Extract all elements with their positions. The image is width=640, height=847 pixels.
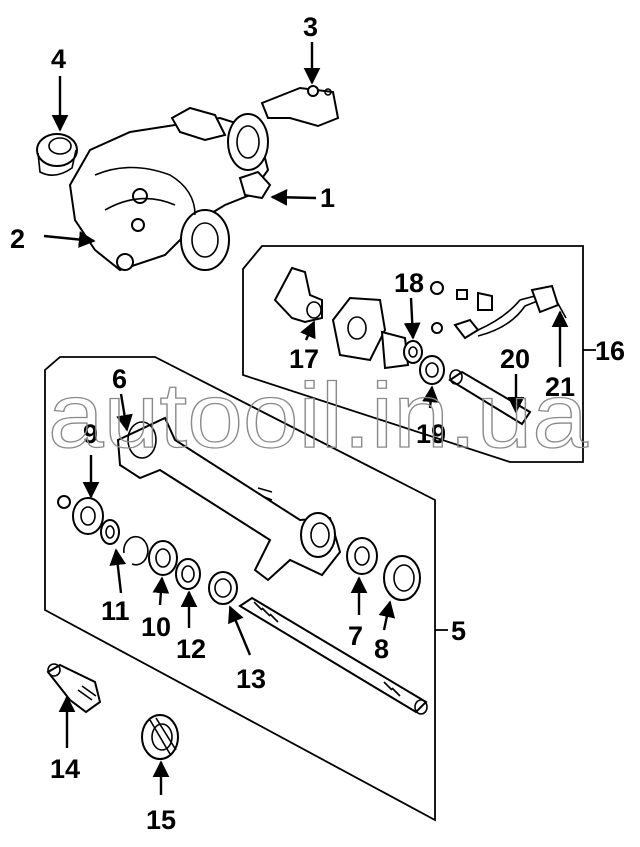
sensor-21 (430, 281, 567, 340)
snap-ring (123, 535, 149, 566)
callout-7: 7 (348, 621, 363, 651)
sub-assembly-frame-5 (44, 356, 436, 822)
ring-18 (403, 340, 423, 364)
callout-21: 21 (545, 372, 575, 402)
callout-19: 19 (416, 419, 446, 449)
seal-8 (383, 555, 421, 601)
ring-19 (419, 355, 445, 385)
steering-gear-housing (68, 106, 272, 272)
bracket-3 (260, 85, 340, 128)
callout-3: 3 (303, 12, 318, 42)
watermark-text: autooil.in.ua (48, 365, 589, 467)
callout-1: 1 (320, 183, 335, 213)
callout-2: 2 (10, 224, 25, 254)
ring-11 (100, 519, 120, 545)
bearing-7 (346, 537, 378, 575)
seal-ring-4 (36, 133, 78, 176)
bearing-15 (141, 714, 179, 760)
callout-17: 17 (289, 344, 319, 374)
pinion-shaft-14 (46, 663, 102, 714)
callout-18: 18 (394, 268, 424, 298)
rack-housing-6 (116, 416, 342, 582)
callout-9: 9 (83, 419, 98, 449)
callout-12: 12 (176, 634, 206, 664)
callout-8: 8 (374, 634, 389, 664)
callout-13: 13 (236, 664, 266, 694)
rack-shaft (238, 596, 428, 715)
callout-14: 14 (50, 754, 80, 784)
leader-arrows (43, 42, 569, 795)
ring-13 (208, 571, 238, 605)
sub-assembly-frame-16 (242, 245, 584, 463)
ring-12 (175, 558, 201, 590)
pinion-9 (57, 495, 104, 535)
callout-20: 20 (500, 344, 530, 374)
callout-4: 4 (51, 44, 66, 74)
callout-10: 10 (141, 612, 171, 642)
callout-11: 11 (101, 596, 130, 626)
valve-body (331, 296, 410, 370)
callout-16: 16 (595, 336, 625, 366)
callout-6: 6 (112, 364, 127, 394)
bearing-10 (148, 540, 178, 576)
callout-5: 5 (451, 616, 466, 646)
callout-15: 15 (146, 805, 176, 835)
yoke-17 (273, 266, 323, 324)
